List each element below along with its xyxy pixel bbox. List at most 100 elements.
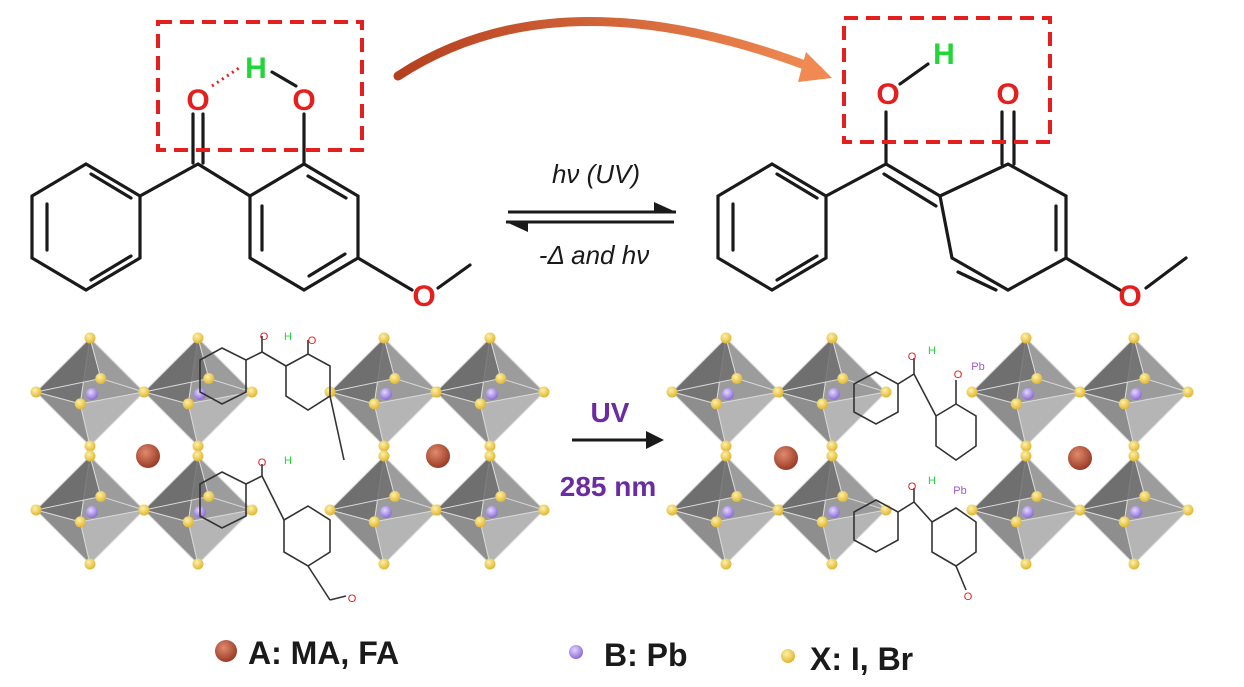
x-site-atom xyxy=(368,398,380,410)
transfer-arrowhead xyxy=(798,52,832,82)
b-site-atom xyxy=(1130,388,1142,400)
octahedron-face xyxy=(187,391,254,447)
x-site-atom xyxy=(192,332,204,344)
x-site-atom xyxy=(1020,332,1032,344)
x-site-atom xyxy=(1182,504,1194,516)
mini-h-left-1: H xyxy=(284,331,292,343)
x-site-atom xyxy=(203,491,215,502)
mini-o-right-4: O xyxy=(964,591,973,603)
x-site-atom xyxy=(378,332,390,344)
x-site-atom xyxy=(826,450,838,462)
octahedron-face xyxy=(34,455,102,511)
octahedron-face xyxy=(1078,337,1146,393)
x-site-atom xyxy=(720,332,732,344)
b-site-atom xyxy=(86,506,98,518)
octahedron-face xyxy=(142,455,210,511)
b-site-atom xyxy=(486,388,498,400)
x-site-atom xyxy=(1074,504,1086,516)
atom-h-right: H xyxy=(933,38,955,71)
x-site-atom xyxy=(1020,558,1032,570)
octahedron-face xyxy=(670,455,738,511)
x-site-atom xyxy=(378,450,390,462)
x-site-atom xyxy=(378,440,390,452)
b-site-atom xyxy=(828,506,840,518)
b-site-atom xyxy=(194,388,206,400)
x-site-atom xyxy=(474,516,486,528)
x-site-atom xyxy=(538,504,550,516)
x-site-atom xyxy=(1020,440,1032,452)
x-site-atom xyxy=(138,386,150,398)
mini-o-right-1: O xyxy=(908,351,917,363)
intercalated-molecule-right-top xyxy=(853,358,977,461)
a-site-cation xyxy=(426,444,450,468)
x-site-atom xyxy=(368,516,380,528)
x-site-atom xyxy=(880,386,892,398)
x-site-atom xyxy=(474,398,486,410)
x-site-atom xyxy=(720,558,732,570)
molecule-right xyxy=(716,62,1188,292)
x-site-atom xyxy=(203,373,215,384)
x-site-atom xyxy=(666,386,678,398)
x-site-atom xyxy=(731,373,743,384)
x-site-atom xyxy=(74,398,86,410)
mini-pb-right-1: Pb xyxy=(971,361,984,373)
b-site-atom xyxy=(380,388,392,400)
legend-label-b: B: Pb xyxy=(604,637,688,673)
x-site-atom xyxy=(720,450,732,462)
b-site-atom xyxy=(86,388,98,400)
legend-marker-a xyxy=(215,640,237,662)
atom-o-carbonyl-left: O xyxy=(186,84,209,117)
x-site-atom xyxy=(826,440,838,452)
x-site-atom xyxy=(1118,516,1130,528)
octahedron-face xyxy=(479,391,546,447)
x-site-atom xyxy=(484,332,496,344)
x-site-atom xyxy=(192,440,204,452)
mini-o-right-2: O xyxy=(954,369,963,381)
x-site-atom xyxy=(95,491,107,502)
b-site-atom xyxy=(1022,388,1034,400)
x-site-atom xyxy=(1010,516,1022,528)
x-site-atom xyxy=(710,398,722,410)
intercalated-molecule-left-top xyxy=(199,336,345,461)
x-site-atom xyxy=(138,504,150,516)
x-site-atom xyxy=(84,450,96,462)
x-site-atom xyxy=(1139,491,1151,502)
atom-o-methoxy-right: O xyxy=(1118,280,1141,313)
x-site-atom xyxy=(1031,373,1043,384)
x-site-atom xyxy=(826,332,838,344)
octahedron-face xyxy=(776,337,844,393)
b-site-atom xyxy=(486,506,498,518)
octahedron-face xyxy=(328,337,396,393)
mini-pb-right-2: Pb xyxy=(953,485,966,497)
molecule-left xyxy=(30,70,472,292)
x-site-atom xyxy=(389,491,401,502)
octahedron-face xyxy=(970,337,1038,393)
x-site-atom xyxy=(1031,491,1043,502)
atom-h-left: H xyxy=(245,52,267,85)
octahedron-face xyxy=(79,391,146,447)
octahedron-face xyxy=(1015,391,1082,447)
x-site-atom xyxy=(1074,386,1086,398)
octahedron-face xyxy=(434,455,502,511)
x-site-atom xyxy=(430,504,442,516)
octahedron-face xyxy=(34,337,102,393)
mini-o-left-1: O xyxy=(260,331,269,343)
x-site-atom xyxy=(84,440,96,452)
x-site-atom xyxy=(30,386,42,398)
x-site-atom xyxy=(538,386,550,398)
mini-o-left-2: O xyxy=(308,335,317,347)
x-site-atom xyxy=(95,373,107,384)
uv-arrowhead xyxy=(646,431,664,449)
x-site-atom xyxy=(495,491,507,502)
legend-label-a: A: MA, FA xyxy=(248,635,399,671)
b-site-atom xyxy=(722,506,734,518)
atom-o-hydroxyl-right: O xyxy=(876,78,899,111)
x-site-atom xyxy=(1010,398,1022,410)
x-site-atom xyxy=(826,558,838,570)
x-site-atom xyxy=(966,504,978,516)
legend-marker-b xyxy=(569,645,583,659)
octahedron-face xyxy=(479,509,546,565)
forward-condition: hν (UV) xyxy=(552,159,640,189)
